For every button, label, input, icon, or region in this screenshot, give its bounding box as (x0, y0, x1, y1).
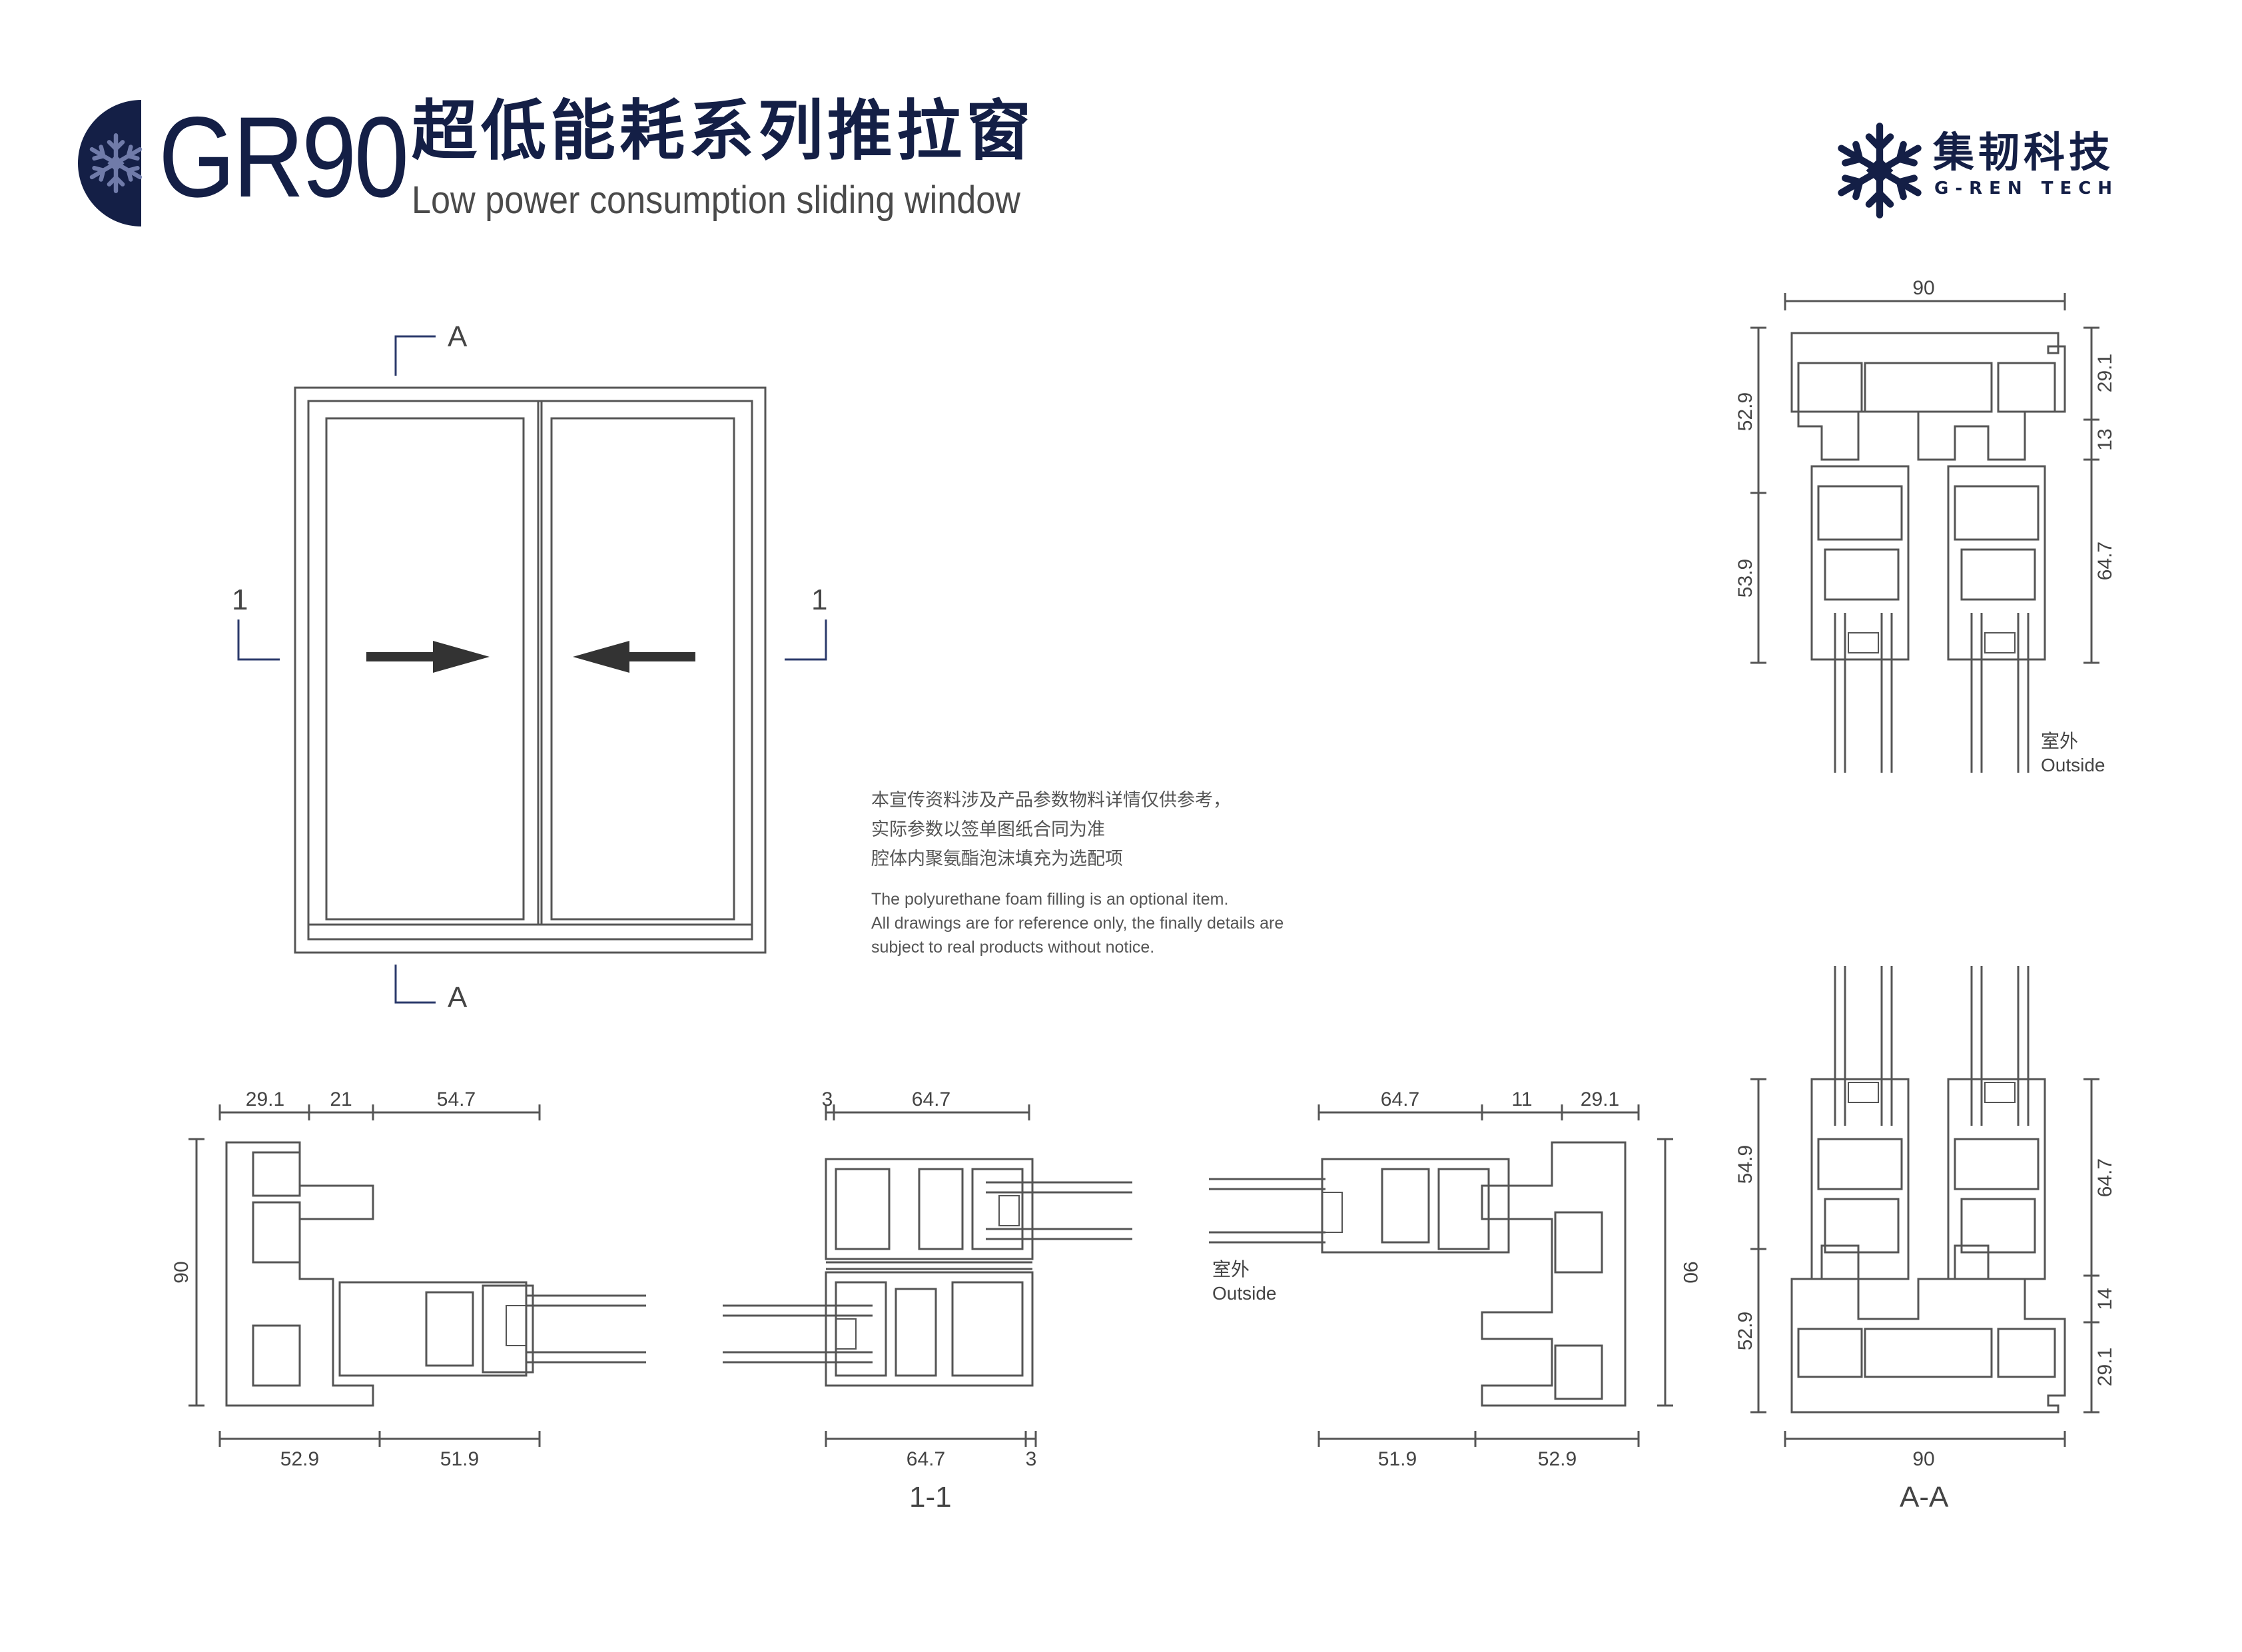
section-1-right-label: 1 (811, 584, 827, 616)
dim-11-left-bottom-2: 51.9 (440, 1448, 479, 1470)
dim-11-right-top-1: 64.7 (1381, 1088, 1419, 1110)
note-en-1: The polyurethane foam filling is an opti… (871, 890, 1229, 909)
brand-name-en: G-REN TECH (1934, 179, 2119, 199)
section-11-middle (723, 1104, 1132, 1447)
page-title-en: Low power consumption sliding window (412, 179, 1020, 222)
dim-11-right-top-3: 29.1 (1581, 1088, 1619, 1110)
brand-name-cn: 集韧科技 (1933, 128, 2115, 177)
dim-aa-top-right-1: 29.1 (2094, 354, 2116, 392)
caption-aa: A-A (1900, 1481, 1949, 1513)
dim-aa-top-right-3: 64.7 (2094, 542, 2116, 580)
dim-11-mid-top-2: 64.7 (912, 1088, 950, 1110)
aa-outside-cn: 室外 (2041, 730, 2078, 752)
dim-11-left-bottom-1: 52.9 (280, 1448, 319, 1470)
dim-11-left-top-1: 29.1 (246, 1088, 284, 1110)
dim-11-right-height: 90 (1679, 1261, 1701, 1283)
page-title-cn: 超低能耗系列推拉窗 (412, 93, 1036, 169)
note-en-2: All drawings are for reference only, the… (871, 914, 1284, 933)
note-cn-3: 腔体内聚氨酯泡沫填充为选配项 (871, 849, 1123, 869)
right-sash-outer (537, 400, 753, 926)
left-sash-glass (325, 417, 525, 921)
section-markers (237, 335, 827, 1004)
dim-aa-top-left-2: 53.9 (1734, 559, 1756, 598)
dim-11-left-top-3: 54.7 (437, 1088, 476, 1110)
s11-outside-cn: 室外 (1212, 1258, 1250, 1280)
section-a-bottom-label: A (448, 981, 468, 1014)
section-11-right (1209, 1104, 1673, 1447)
model-code: GR90 (159, 93, 409, 221)
note-en-3: subject to real products without notice. (871, 938, 1155, 957)
inner-frame (307, 400, 753, 941)
dim-aa-top-width: 90 (1912, 277, 1934, 299)
dim-11-mid-bottom-2: 3 (1026, 1448, 1037, 1470)
badge-half-disc (78, 100, 141, 226)
section-a-top-label: A (448, 320, 468, 353)
badge-flake-icon (92, 135, 140, 191)
dim-11-mid-top-1: 3 (822, 1088, 833, 1110)
arrow-right-icon (366, 641, 490, 673)
dim-aa-bottom-right-2: 14 (2094, 1288, 2116, 1310)
outer-frame (294, 386, 767, 954)
section-aa-bottom (1750, 966, 2099, 1447)
dim-11-left-height: 90 (171, 1261, 192, 1283)
disclaimer-notes: 本宣传资料涉及产品参数物料详情仅供参考， 实际参数以签单图纸合同为准 腔体内聚氨… (871, 786, 1471, 959)
dim-aa-bottom-right-1: 64.7 (2094, 1158, 2116, 1197)
dim-aa-top-left-1: 52.9 (1734, 392, 1756, 431)
dim-aa-bottom-right-3: 29.1 (2094, 1348, 2116, 1386)
caption-11: 1-1 (909, 1481, 952, 1513)
right-sash-glass (550, 417, 735, 921)
s11-outside-en: Outside (1212, 1283, 1277, 1304)
dim-11-right-bottom-1: 51.9 (1378, 1448, 1417, 1470)
dim-11-left-top-2: 21 (330, 1088, 352, 1110)
snowflake-star-icon (1842, 126, 1918, 214)
note-cn-2: 实际参数以签单图纸合同为准 (871, 819, 1105, 840)
dim-aa-bottom-width: 90 (1912, 1448, 1934, 1470)
section-1-left-label: 1 (232, 584, 248, 616)
dim-aa-bottom-left-2: 52.9 (1734, 1312, 1756, 1350)
note-cn-1: 本宣传资料涉及产品参数物料详情仅供参考， (871, 790, 1231, 811)
arrow-left-icon (573, 641, 695, 673)
dim-11-right-top-2: 11 (1511, 1088, 1532, 1110)
dim-11-right-bottom-2: 52.9 (1538, 1448, 1577, 1470)
aa-outside-en: Outside (2041, 755, 2105, 775)
dim-aa-top-right-2: 13 (2094, 428, 2116, 450)
section-aa-top (1750, 293, 2099, 773)
section-11-left (188, 1104, 646, 1447)
dim-aa-bottom-left-1: 54.9 (1734, 1145, 1756, 1184)
left-sash-outer (307, 400, 543, 926)
dim-11-mid-bottom-1: 64.7 (907, 1448, 945, 1470)
window-elevation (294, 386, 767, 954)
